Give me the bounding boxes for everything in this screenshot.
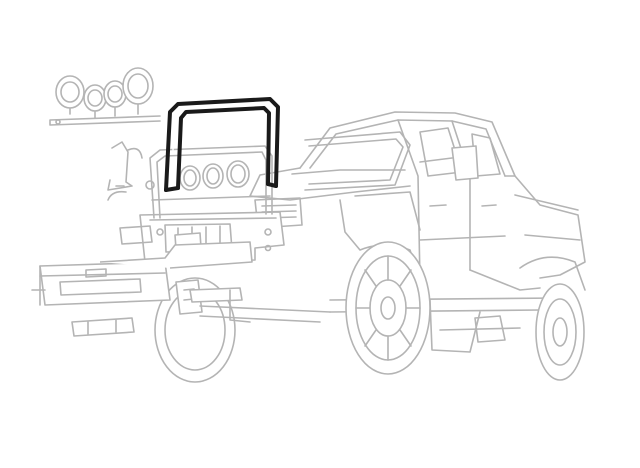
loose-light-set (49, 67, 161, 126)
front-bumper-assembly (31, 211, 331, 337)
grille-guard (145, 145, 273, 219)
light-hoop-highlight (164, 97, 280, 192)
light-bracket (107, 141, 143, 201)
truck-body (249, 111, 586, 353)
rear-wheel (535, 283, 585, 381)
front-wheel (345, 241, 431, 375)
